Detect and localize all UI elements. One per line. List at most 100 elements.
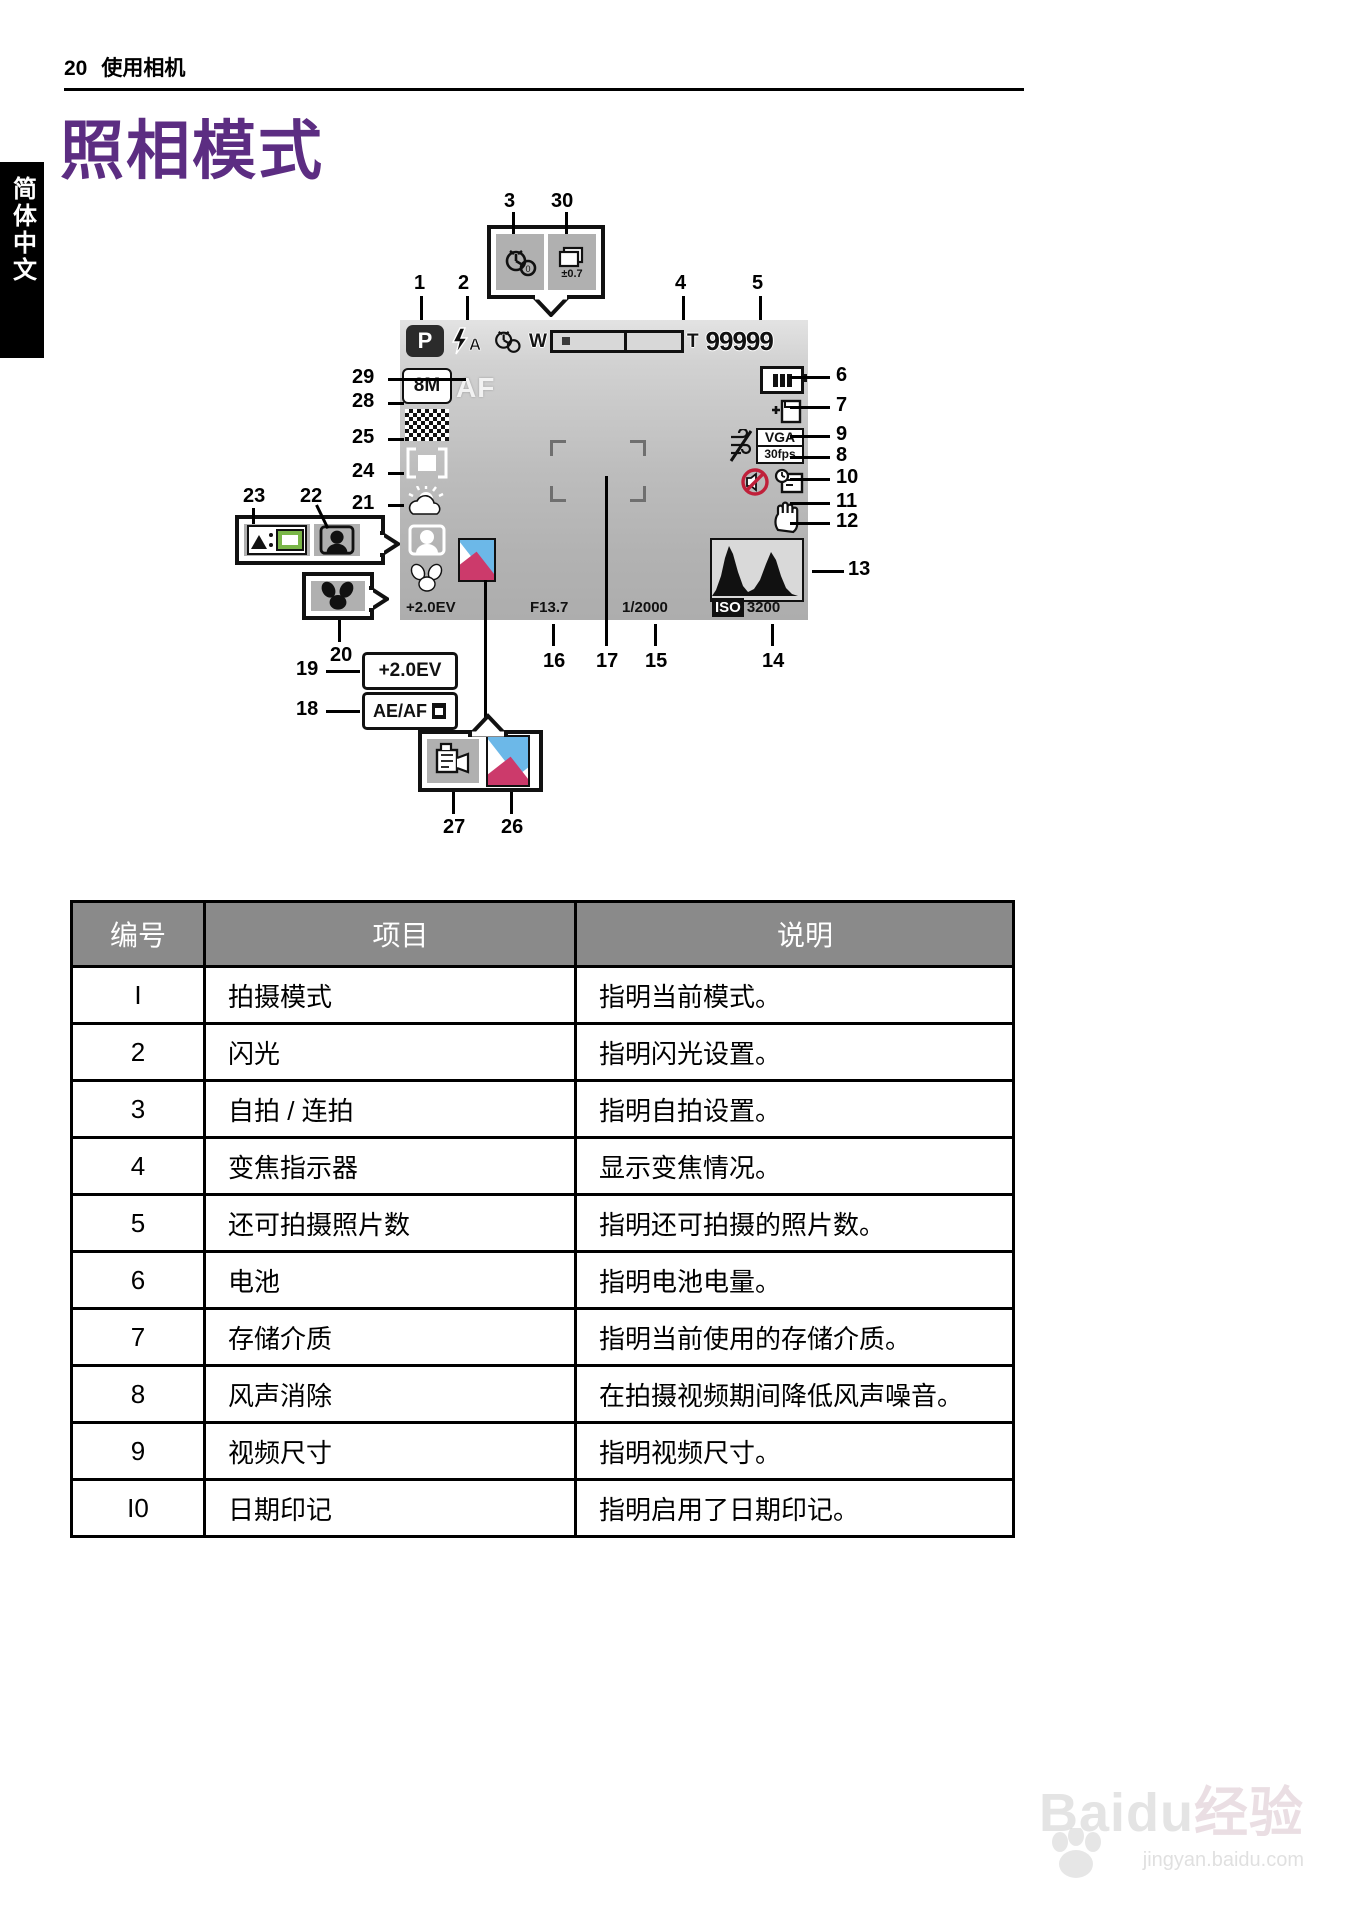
focus-corner-tr xyxy=(630,440,646,456)
row-no: I0 xyxy=(70,1478,206,1538)
zoom-wide-label: W xyxy=(529,330,547,352)
shooting-mode-icon: P xyxy=(406,325,444,357)
iso-readout: ISO 3200 xyxy=(712,597,781,617)
shutter-value: 1/2000 xyxy=(622,598,668,616)
page-number: 20 xyxy=(64,57,88,80)
row-item: 闪光 xyxy=(203,1022,577,1082)
lcd-top-status-bar: P A W xyxy=(400,320,808,362)
row-desc: 在拍摄视频期间降低风声噪音。 xyxy=(574,1364,1015,1424)
callout-top: 0 ±0.7 xyxy=(487,225,605,317)
callout-scene-face xyxy=(235,515,400,565)
table-header-row: 编号 项目 说明 xyxy=(70,900,1015,968)
row-no: 3 xyxy=(70,1079,206,1139)
row-desc: 指明视频尺寸。 xyxy=(574,1421,1015,1481)
stabilizer-hand-icon xyxy=(774,501,799,534)
leader-number-26: 26 xyxy=(501,816,524,838)
leader-line-20 xyxy=(338,620,341,642)
language-side-tab: 简体中文 xyxy=(0,162,44,358)
zoom-track xyxy=(549,329,684,353)
leader-number-7: 7 xyxy=(836,394,848,416)
row-desc: 指明当前模式。 xyxy=(574,965,1015,1025)
leader-number-12: 12 xyxy=(836,510,859,532)
wind-cut-icon xyxy=(729,429,753,462)
leader-line-color-stem xyxy=(484,580,487,730)
leader-number-30: 30 xyxy=(551,190,574,212)
lcd-right-icon-column: VGA 30fps xyxy=(710,366,807,602)
row-desc: 指明当前使用的存储介质。 xyxy=(574,1307,1015,1367)
bracketing-value: ±0.7 xyxy=(561,268,582,280)
callout-color-mode-cell xyxy=(482,735,534,787)
row-desc: 指明自拍设置。 xyxy=(574,1079,1015,1139)
macro-flower-callout-icon xyxy=(321,581,354,610)
table-body: I 拍摄模式 指明当前模式。 2 闪光 指明闪光设置。 3 自拍 / 连拍 指明… xyxy=(70,965,1015,1538)
no-sound-icon xyxy=(741,468,769,496)
bracketing-icon: ±0.7 xyxy=(558,246,584,280)
focus-corner-br xyxy=(630,486,646,502)
scene-mode-icon xyxy=(247,525,307,555)
leader-number-17: 17 xyxy=(596,650,619,672)
zoom-optical-segment xyxy=(553,332,627,350)
table-row: 5 还可拍摄照片数 指明还可拍摄的照片数。 xyxy=(70,1193,1015,1253)
table-row: 7 存储介质 指明当前使用的存储介质。 xyxy=(70,1307,1015,1367)
row-desc: 指明闪光设置。 xyxy=(574,1022,1015,1082)
row-no: 4 xyxy=(70,1136,206,1196)
leader-line-7 xyxy=(790,406,830,409)
leader-number-24: 24 xyxy=(352,460,375,482)
callout-tail-up xyxy=(468,713,508,737)
focus-corner-bl xyxy=(550,486,566,502)
leader-number-14: 14 xyxy=(762,650,785,672)
leader-line-16 xyxy=(552,624,555,646)
battery-full-icon xyxy=(760,366,807,394)
page-title: 照相模式 xyxy=(60,115,324,187)
macro-flower-icon xyxy=(405,561,449,594)
leader-number-6: 6 xyxy=(836,364,848,386)
table-row: 8 风声消除 在拍摄视频期间降低风声噪音。 xyxy=(70,1364,1015,1424)
row-item: 存储介质 xyxy=(203,1307,577,1367)
camera-lcd-screen: P A W xyxy=(400,320,808,620)
leader-number-25: 25 xyxy=(352,426,375,448)
row-item: 变焦指示器 xyxy=(203,1136,577,1196)
callout-tail-right-2 xyxy=(369,586,389,612)
row-no: 7 xyxy=(70,1307,206,1367)
lcd-left-icon-column: 8M xyxy=(402,368,452,594)
leader-line-11 xyxy=(790,502,830,505)
table-row: 9 视频尺寸 指明视频尺寸。 xyxy=(70,1421,1015,1481)
flash-auto-icon: A xyxy=(451,327,481,355)
ev-badge: +2.0EV xyxy=(362,652,458,690)
leader-number-28: 28 xyxy=(352,390,375,412)
callout-tail-right-1 xyxy=(380,531,400,557)
leader-line-23 xyxy=(252,508,255,524)
table-row: I 拍摄模式 指明当前模式。 xyxy=(70,965,1015,1025)
row-item: 视频尺寸 xyxy=(203,1421,577,1481)
header-divider xyxy=(64,88,1024,91)
page-header: 20 使用相机 xyxy=(64,52,1024,82)
leader-number-16: 16 xyxy=(543,650,566,672)
svg-text:0: 0 xyxy=(525,264,530,274)
histogram-icon xyxy=(710,538,804,602)
leader-number-22: 22 xyxy=(300,485,323,507)
row-desc: 指明启用了日期印记。 xyxy=(574,1478,1015,1538)
af-indicator: AF xyxy=(456,372,496,403)
ev-badge-label: +2.0EV xyxy=(378,660,442,681)
face-detection-icon xyxy=(405,523,449,556)
table-row: 2 闪光 指明闪光设置。 xyxy=(70,1022,1015,1082)
row-item: 风声消除 xyxy=(203,1364,577,1424)
leader-line-30 xyxy=(565,212,568,234)
leader-number-13: 13 xyxy=(848,558,871,580)
zoom-tele-label: T xyxy=(686,330,699,352)
shooting-mode-label: P xyxy=(417,328,433,353)
resolution-8m-icon: 8M xyxy=(402,368,452,404)
leader-line-29 xyxy=(388,378,466,381)
iso-value: 3200 xyxy=(746,598,781,616)
table-row: 4 变焦指示器 显示变焦情况。 xyxy=(70,1136,1015,1196)
leader-number-8: 8 xyxy=(836,444,848,466)
callout-film-effect-cell xyxy=(427,739,479,783)
zoom-knob xyxy=(561,336,570,345)
callout-tail xyxy=(531,295,571,317)
video-size-label: VGA xyxy=(756,428,804,447)
callout-self-timer-cell: 0 xyxy=(496,234,544,290)
leader-line-10 xyxy=(790,478,830,481)
face-detect-box-icon xyxy=(319,525,355,555)
focus-corner-tl xyxy=(550,440,566,456)
